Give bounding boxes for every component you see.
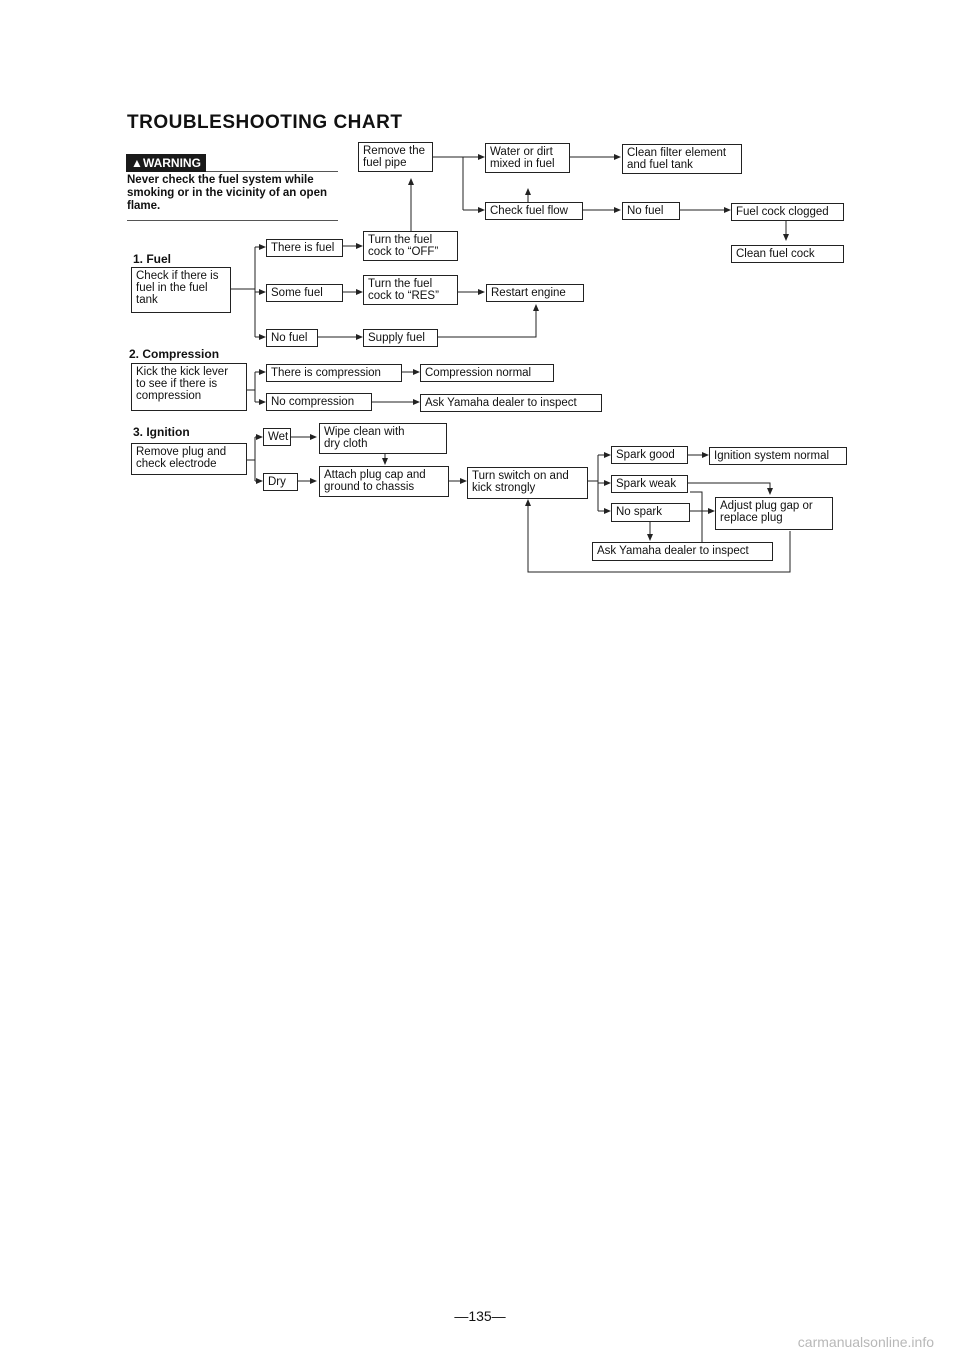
warning-text: Never check the fuel system while smokin… [127, 174, 327, 212]
box-turn-off: Turn the fuel cock to “OFF” [363, 231, 458, 261]
box-wipe: Wipe clean with dry cloth [319, 423, 447, 454]
box-turn-switch: Turn switch on and kick strongly [467, 467, 588, 499]
page-number: —135— [454, 1308, 506, 1324]
section-ignition: 3. Ignition [133, 425, 190, 439]
box-turn-res: Turn the fuel cock to “RES” [363, 275, 458, 305]
box-spark-good: Spark good [611, 446, 688, 464]
box-dealer-1: Ask Yamaha dealer to inspect [420, 394, 602, 412]
page-title: TROUBLESHOOTING CHART [127, 112, 403, 133]
box-no-fuel-1: No fuel [266, 329, 318, 347]
footer-watermark: carmanualsonline.info [797, 1334, 934, 1350]
box-dry: Dry [263, 473, 298, 491]
warning-badge: ▲WARNING [126, 154, 206, 172]
box-check-fuel: Check if there is fuel in the fuel tank [131, 267, 231, 313]
warning-triangle-icon: ▲ [131, 156, 143, 170]
box-remove-plug: Remove plug and check electrode [131, 443, 247, 475]
box-clean-filter: Clean filter element and fuel tank [622, 144, 742, 174]
box-cock-clogged: Fuel cock clogged [731, 203, 844, 221]
box-ign-normal: Ignition system normal [709, 447, 847, 465]
box-kick: Kick the kick lever to see if there is c… [131, 363, 247, 411]
box-spark-weak: Spark weak [611, 475, 688, 493]
box-there-is-comp: There is compression [266, 364, 402, 382]
box-no-spark: No spark [611, 503, 690, 522]
box-restart: Restart engine [486, 284, 584, 302]
warning-badge-label: WARNING [142, 156, 201, 170]
box-there-is-fuel: There is fuel [266, 239, 343, 257]
box-check-flow: Check fuel flow [485, 202, 583, 220]
box-water-dirt: Water or dirt mixed in fuel [485, 143, 570, 173]
section-compression: 2. Compression [129, 347, 220, 361]
box-remove-pipe: Remove the fuel pipe [358, 142, 433, 172]
section-fuel: 1. Fuel [133, 252, 172, 266]
box-dealer-2: Ask Yamaha dealer to inspect [592, 542, 773, 561]
box-clean-cock: Clean fuel cock [731, 245, 844, 263]
box-supply-fuel: Supply fuel [363, 329, 438, 347]
box-wet: Wet [263, 428, 291, 446]
warning-rule-bottom [127, 220, 338, 221]
box-no-comp: No compression [266, 393, 372, 411]
box-comp-normal: Compression normal [420, 364, 554, 382]
box-adjust: Adjust plug gap or replace plug [715, 497, 833, 530]
box-attach: Attach plug cap and ground to chassis [319, 466, 449, 497]
warning-rule-top [206, 171, 338, 172]
box-no-fuel-2: No fuel [622, 202, 680, 220]
box-some-fuel: Some fuel [266, 284, 343, 302]
